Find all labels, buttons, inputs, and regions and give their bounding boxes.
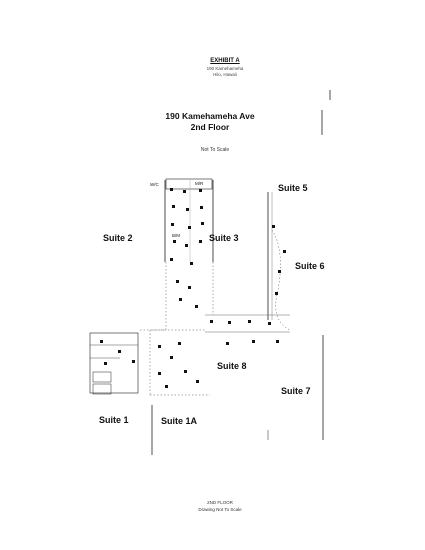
suite-3-label: Suite 3 [209, 233, 239, 243]
address-title: 190 Kamehameha Ave [165, 111, 255, 121]
mr-label: M/R [195, 181, 204, 186]
wc-label: W/C [150, 182, 159, 187]
bm-label: B/M [172, 233, 181, 238]
suite-2-label: Suite 2 [103, 233, 133, 243]
footer-scale-note: Drawing Not To Scale [198, 507, 242, 512]
exhibit-title: EXHIBIT A [210, 58, 240, 64]
footer-floor: 2ND FLOOR [207, 500, 233, 505]
suite-1-label: Suite 1 [99, 415, 129, 425]
suite-7-label: Suite 7 [281, 386, 311, 396]
floor-title: 2nd Floor [190, 122, 230, 132]
suite-6-label: Suite 6 [295, 261, 325, 271]
suite-8-label: Suite 8 [217, 361, 247, 371]
suite-1a-label: Suite 1A [161, 416, 198, 426]
suite-5-label: Suite 5 [278, 183, 308, 193]
scale-note: Not To Scale [200, 147, 230, 153]
header-line-1: 190 Kamehameha [206, 66, 244, 71]
header-line-2: Hilo, Hawaii [213, 72, 237, 77]
